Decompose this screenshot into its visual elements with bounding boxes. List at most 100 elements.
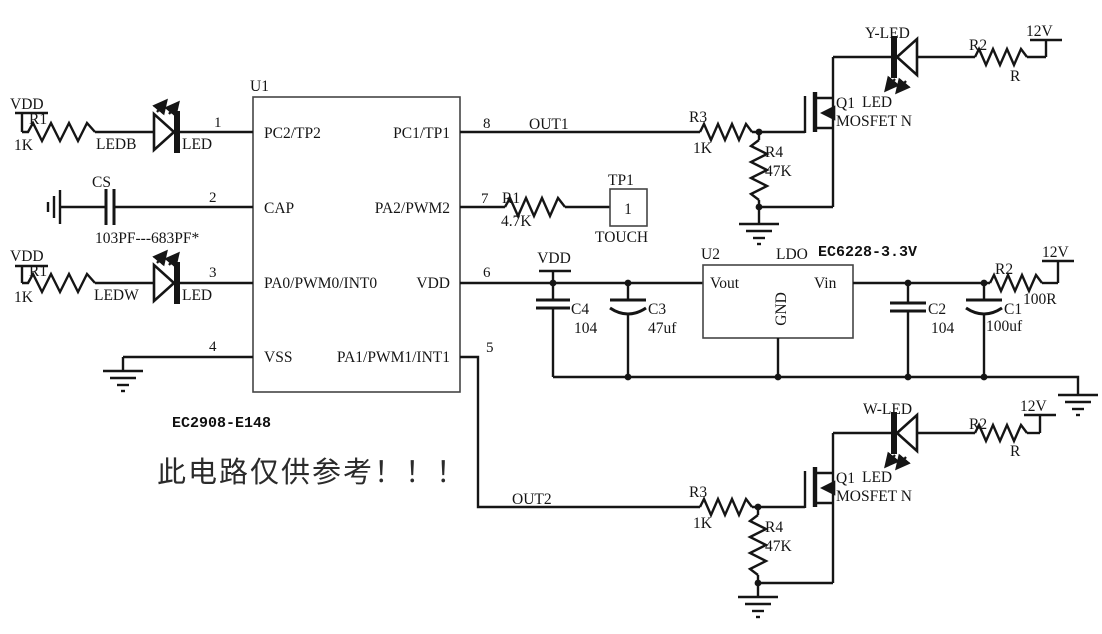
r1-value-label: 4.7K	[501, 213, 532, 230]
ledw-branch: VDD R1 1K LEDW LED	[10, 248, 253, 306]
c1-value-label: 100uf	[986, 318, 1023, 335]
cs-ref-label: CS	[92, 174, 111, 191]
tp1-name-label: TOUCH	[595, 229, 648, 246]
u1-ref-label: U1	[250, 78, 269, 95]
u1-outline	[252, 96, 461, 393]
junction-dot	[624, 373, 632, 381]
resistor-r3-zigzag	[698, 121, 753, 143]
u1-pin4-name: VSS	[264, 349, 292, 366]
c3-ref-label: C3	[648, 301, 666, 318]
junction-dot	[980, 373, 988, 381]
led-emission-arrow	[152, 249, 168, 267]
disclaimer-note: 此电路仅供参考！！！	[157, 456, 467, 489]
c2-value-label: 104	[931, 320, 955, 337]
tp1-pad-outline	[609, 188, 648, 227]
r3-ref-label: R3	[689, 109, 707, 126]
r2-value-label: R	[1010, 68, 1021, 85]
led-cathode-bar	[891, 36, 897, 78]
led-emission-arrow	[884, 75, 900, 93]
resistor-r2-zigzag	[988, 272, 1043, 294]
resistor-r3-zigzag	[698, 496, 753, 518]
c1-ref-label: C1	[1004, 301, 1022, 318]
u2-vin-pin-label: Vin	[814, 275, 837, 292]
vdd-label: VDD	[10, 248, 44, 265]
ledb-net-label: LEDB	[96, 136, 136, 153]
r1-ref-label: R1	[502, 190, 520, 207]
led-cathode-bar	[174, 111, 180, 153]
led-emission-arrow	[895, 77, 911, 95]
r1-value-label: 1K	[14, 289, 34, 306]
led-triangle-icon	[895, 412, 919, 454]
cap-c3-curved-plate	[609, 306, 647, 316]
led-emission-arrow	[164, 251, 180, 269]
u2-kind-label: LDO	[776, 246, 808, 263]
pin3-number: 3	[209, 265, 217, 281]
resistor-r1-zigzag	[22, 271, 96, 295]
led-triangle-icon	[152, 111, 176, 153]
r1-value-label: 1K	[14, 137, 34, 154]
cs-value-label: 103PF---683PF*	[95, 230, 199, 247]
out1-net-label: OUT1	[529, 116, 569, 133]
r1-ref-label: R1	[29, 263, 47, 280]
pin5-number: 5	[486, 340, 494, 356]
pin5-wire	[460, 355, 700, 509]
u1-part-label: EC2908-E148	[172, 415, 271, 432]
touch-branch: R1 4.7K TP1 1 TOUCH	[460, 172, 648, 246]
r3-ref-label: R3	[689, 484, 707, 501]
c4-ref-label: C4	[571, 301, 589, 318]
led-triangle-icon	[152, 262, 176, 304]
led-triangle-icon	[895, 36, 919, 78]
led-emission-arrow	[884, 451, 900, 469]
r4-value-label: 47K	[765, 163, 793, 180]
ledw-net-label: LEDW	[94, 287, 139, 304]
pin4-number: 4	[209, 339, 217, 355]
resistor-r4-zigzag	[747, 514, 769, 576]
vss-ground	[103, 355, 253, 393]
u2-outline	[702, 264, 854, 339]
c3-value-label: 47uf	[648, 320, 677, 337]
v12-label: 12V	[1026, 23, 1054, 40]
ldo-section: VDD C4 104 C3 47uf U2 LDO EC6228-3.3V Vo…	[460, 244, 1098, 417]
r2-ref-label: R2	[969, 37, 987, 54]
u1-pin8-name: PC1/TP1	[393, 125, 450, 142]
led-dev-label: LED	[862, 94, 892, 111]
r2-value-label: R	[1010, 443, 1021, 460]
tp1-ref-label: TP1	[608, 172, 634, 189]
q1-type-label: MOSFET N	[836, 488, 912, 505]
tp1-pad-number: 1	[624, 201, 632, 218]
junction-dot	[774, 373, 782, 381]
pin2-number: 2	[209, 190, 217, 206]
pin7-number: 7	[481, 191, 489, 207]
u1-pin1-name: PC2/TP2	[264, 125, 321, 142]
r3-value-label: 1K	[693, 140, 713, 157]
out1-channel: OUT1 R3 1K R4 47K Q1 LED MOSFET N Y-LE	[460, 23, 1062, 246]
ledb-branch: VDD R1 1K LEDB LED	[10, 96, 253, 154]
u1-pin6-name: VDD	[416, 275, 450, 292]
led-emission-arrow	[164, 100, 180, 118]
r2-ref-label: R2	[995, 261, 1013, 278]
c4-value-label: 104	[574, 320, 598, 337]
cap-c1-curved-plate	[965, 306, 1003, 316]
v12-label: 12V	[1020, 398, 1048, 415]
resistor-r2-zigzag	[973, 46, 1028, 68]
q1-ref-label: Q1	[836, 95, 855, 112]
resistor-r1-zigzag	[503, 195, 566, 219]
r3-value-label: 1K	[693, 515, 713, 532]
u2-vout-pin-label: Vout	[710, 275, 740, 292]
pin6-number: 6	[483, 265, 491, 281]
r4-ref-label: R4	[765, 519, 783, 536]
r1-ref-label: R1	[29, 111, 47, 128]
c2-ref-label: C2	[928, 301, 946, 318]
out2-channel: OUT2 R3 1K R4 47K Q1 LED MOSFET N W-LE	[460, 355, 1056, 619]
r4-value-label: 47K	[765, 538, 793, 555]
r2-value-label: 100R	[1023, 291, 1057, 308]
r4-ref-label: R4	[765, 144, 783, 161]
vdd-label: VDD	[10, 96, 44, 113]
q1-type-label: MOSFET N	[836, 113, 912, 130]
junction-dot	[904, 373, 912, 381]
u2-gnd-pin-label: GND	[773, 292, 790, 326]
led-dev-label: LED	[862, 469, 892, 486]
u1-chip: U1 PC2/TP2 CAP PA0/PWM0/INT0 VSS PC1/TP1…	[172, 78, 494, 432]
led-emission-arrow	[895, 453, 911, 471]
